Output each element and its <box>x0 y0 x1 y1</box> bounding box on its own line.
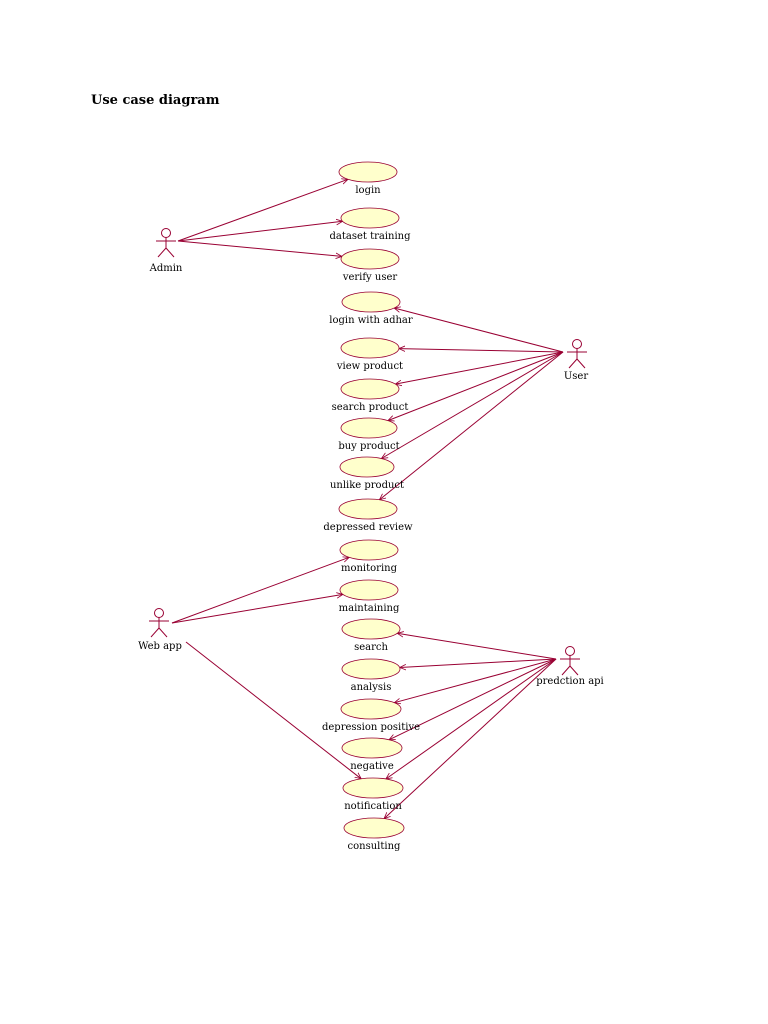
actor-user: User <box>564 339 588 382</box>
use-case-ellipse <box>339 456 395 478</box>
association-prediction-to-depression-positive <box>394 658 557 703</box>
use-case-search-product: search product <box>332 378 409 413</box>
use-case-notification: notification <box>342 777 404 812</box>
association-user-to-depressed-review <box>379 351 564 500</box>
association-webapp-to-notification <box>185 641 361 779</box>
use-case-monitoring: monitoring <box>339 539 399 574</box>
use-case-ellipse <box>339 539 399 561</box>
association-webapp-to-maintaining <box>171 594 343 624</box>
use-case-ellipse <box>343 817 405 839</box>
use-case-negative: negative <box>341 737 403 772</box>
use-case-search: search <box>341 618 401 653</box>
association-prediction-to-analysis <box>400 658 557 668</box>
use-case-label: consulting <box>348 841 401 852</box>
use-case-ellipse <box>340 698 402 720</box>
use-case-ellipse <box>341 658 401 680</box>
use-case-ellipse <box>341 618 401 640</box>
actor-stick-figure-icon <box>149 608 169 638</box>
use-case-ellipse <box>340 378 400 400</box>
use-case-unlike-product: unlike product <box>330 456 404 491</box>
association-prediction-to-consulting <box>384 658 557 819</box>
use-case-label: negative <box>350 761 394 772</box>
use-case-label: dataset training <box>329 231 411 242</box>
actor-label: Admin <box>149 263 183 274</box>
use-case-ellipse <box>340 207 400 229</box>
association-prediction-to-search <box>397 633 557 660</box>
association-user-to-search-product <box>395 351 564 384</box>
association-layer <box>171 179 564 819</box>
use-case-label: search <box>354 642 388 653</box>
actor-stick-figure-icon <box>560 646 580 676</box>
actor-webapp: Web app <box>138 608 182 652</box>
use-case-verify-user: verify user <box>340 248 400 283</box>
use-case-dataset-training: dataset training <box>329 207 411 242</box>
page-title: Use case diagram <box>91 93 220 108</box>
association-prediction-to-negative <box>389 658 557 740</box>
use-case-label: login <box>355 185 381 196</box>
use-case-maintaining: maintaining <box>339 579 400 614</box>
use-case-view-product: view product <box>336 337 403 372</box>
use-case-label: unlike product <box>330 480 404 491</box>
association-prediction-to-notification <box>386 658 557 779</box>
use-case-ellipse <box>338 161 398 183</box>
use-case-depressed-review: depressed review <box>323 498 413 533</box>
actor-label: Web app <box>138 641 182 652</box>
use-case-label: depression positive <box>322 722 420 733</box>
association-user-to-buy-product <box>388 351 564 421</box>
use-case-ellipse <box>340 248 400 270</box>
actor-stick-figure-icon <box>567 339 587 369</box>
actor-admin: Admin <box>149 228 183 274</box>
use-case-label: buy product <box>338 441 399 452</box>
use-case-label: depressed review <box>323 522 413 533</box>
use-case-ellipse <box>340 417 398 439</box>
use-case-buy-product: buy product <box>338 417 400 452</box>
actor-stick-figure-icon <box>156 228 176 258</box>
use-case-label: analysis <box>351 682 392 693</box>
association-webapp-to-monitoring <box>171 557 349 624</box>
use-case-label: login with adhar <box>329 315 413 326</box>
actor-label: predction api <box>536 676 604 687</box>
use-case-ellipse <box>340 337 400 359</box>
association-user-to-login-adhar <box>394 308 564 353</box>
use-case-ellipse <box>342 777 404 799</box>
use-case-label: notification <box>344 801 402 812</box>
use-case-ellipse <box>341 291 401 313</box>
use-case-label: search product <box>332 402 409 413</box>
use-case-label: maintaining <box>339 603 400 614</box>
actor-prediction: predction api <box>536 646 604 687</box>
association-admin-to-dataset-training <box>177 221 343 242</box>
use-case-login: login <box>338 161 398 196</box>
use-case-ellipse <box>341 737 403 759</box>
use-case-label: verify user <box>342 272 398 283</box>
association-admin-to-verify-user <box>177 240 342 256</box>
association-user-to-unlike-product <box>381 351 564 459</box>
actor-label: User <box>564 371 588 382</box>
use-case-consulting: consulting <box>343 817 405 852</box>
association-admin-to-login <box>177 179 348 242</box>
association-user-to-view-product <box>399 349 564 353</box>
use-case-ellipse <box>339 579 399 601</box>
use-case-login-adhar: login with adhar <box>329 291 413 326</box>
use-case-layer: login dataset training verify user login wi… <box>322 161 420 852</box>
use-case-depression-positive: depression positive <box>322 698 420 733</box>
use-case-label: monitoring <box>341 563 398 574</box>
use-case-analysis: analysis <box>341 658 401 693</box>
use-case-ellipse <box>338 498 398 520</box>
use-case-label: view product <box>336 361 403 372</box>
